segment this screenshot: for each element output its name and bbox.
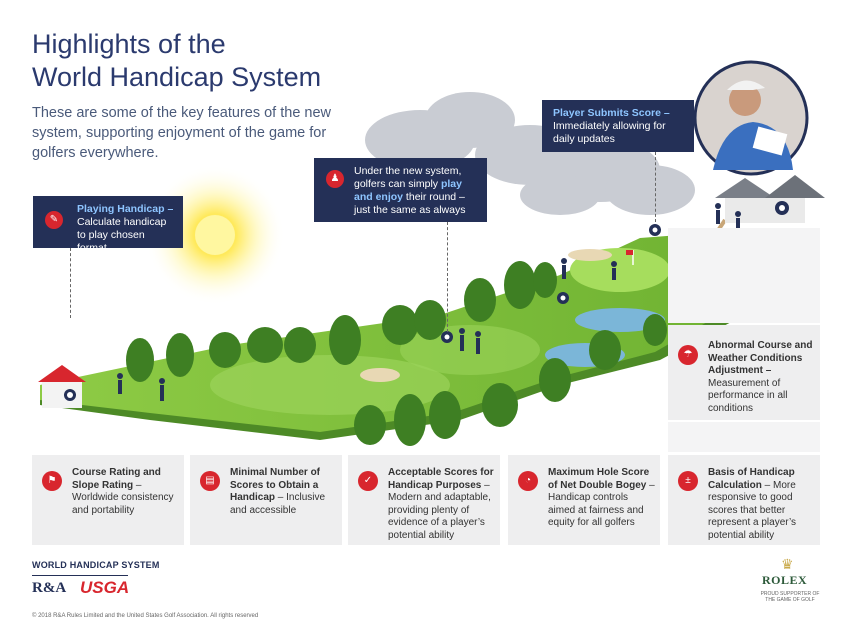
page-subtitle: These are some of the key features of th…	[32, 105, 332, 161]
connector-line	[70, 248, 71, 318]
cloud-icon	[365, 92, 695, 215]
calculator-icon: ±	[678, 471, 698, 491]
copyright-text: © 2018 R&A Rules Limited and the United …	[32, 613, 259, 619]
feature-minimal-scores: ▤ Minimal Number of Scores to Obtain a H…	[190, 455, 342, 545]
weather-icon: ☂	[678, 345, 698, 365]
connector-line	[447, 222, 448, 332]
golf-course-illustration	[38, 92, 825, 446]
ra-logo: R&A	[32, 580, 67, 596]
rolex-tagline: PROUD SUPPORTER OF THE GAME OF GOLF	[760, 591, 820, 603]
player-score-photo	[693, 60, 809, 176]
divider	[32, 575, 128, 576]
callout-play-enjoy: ♟ Under the new system, golfers can simp…	[314, 158, 487, 222]
feature-acceptable-scores: ✓ Acceptable Scores for Handicap Purpose…	[348, 455, 500, 545]
crown-icon: ♛	[781, 556, 794, 572]
flag-icon: ⚑	[42, 471, 62, 491]
golfer-icon: ♟	[326, 170, 344, 188]
callout-player-submits-score: Player Submits Score – Immediately allow…	[542, 100, 694, 152]
checkmark-icon: ✓	[358, 471, 378, 491]
panel-abnormal-conditions: ☂ Abnormal Course and Weather Conditions…	[668, 325, 820, 420]
connector-line	[655, 152, 656, 222]
pencil-icon: ✎	[45, 211, 63, 229]
callout-playing-handicap: ✎ Playing Handicap – Calculate handicap …	[33, 196, 183, 254]
clubhouse-icon	[715, 175, 825, 223]
gauge-icon: ◔	[518, 471, 538, 491]
whs-logo-text: WORLD HANDICAP SYSTEM	[32, 560, 160, 570]
panel-spacer	[668, 228, 820, 323]
house-icon	[38, 365, 86, 408]
feature-basis-calculation: ± Basis of Handicap Calculation – More r…	[668, 455, 820, 545]
scorecard-icon: ▤	[200, 471, 220, 491]
rolex-logo: ROLEX	[762, 573, 808, 587]
page-title: Highlights of the World Handicap System	[32, 29, 322, 92]
usga-logo: USGA	[80, 578, 130, 597]
panel-spacer	[668, 422, 820, 452]
feature-max-hole-score: ◔ Maximum Hole Score of Net Double Bogey…	[508, 455, 660, 545]
feature-course-rating: ⚑ Course Rating and Slope Rating – World…	[32, 455, 184, 545]
